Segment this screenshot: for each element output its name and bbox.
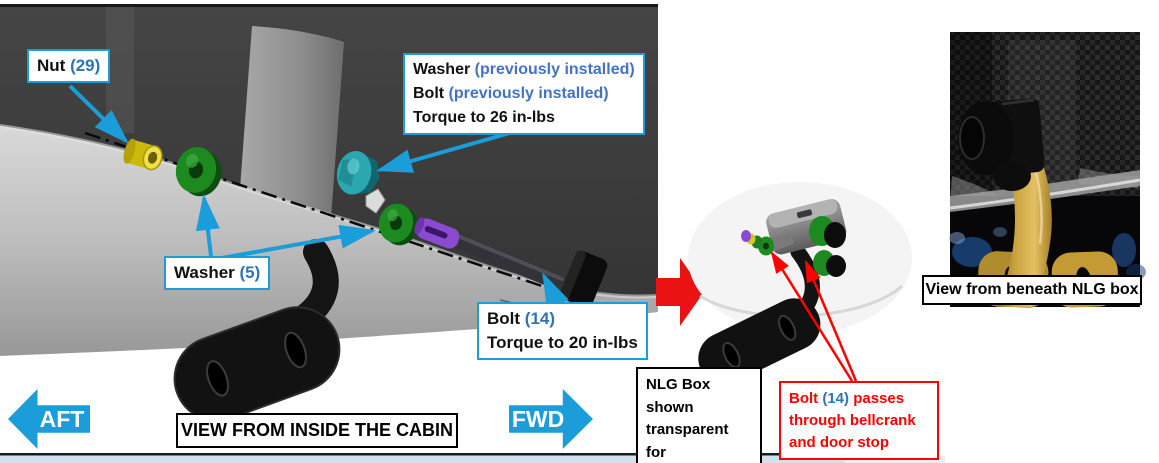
fuselage-floor: [0, 126, 658, 356]
aft-label: AFT: [39, 405, 85, 432]
bolt-label: Bolt: [413, 85, 445, 102]
nut-tip: [741, 230, 751, 242]
note-line: shown: [646, 398, 694, 416]
photo-caption-text: View from beneath NLG box: [925, 281, 1139, 298]
bolt14-callout-arrow: [542, 272, 569, 311]
bolt-path-ref: (14): [822, 390, 850, 407]
torque-spec: Torque to 20 in-lbs: [487, 332, 638, 352]
fuselage-hole-clip: [365, 188, 386, 214]
note-line: NLG Box: [646, 376, 711, 393]
bellcrank-3d: [173, 239, 341, 422]
cabin-view-caption-text: VIEW FROM INSIDE THE CABIN: [180, 420, 453, 440]
nut-callout-ref: (29): [70, 56, 101, 75]
assembly-hardware: [741, 216, 846, 277]
bolt-path-text: passes through bellcrank and door stop: [789, 390, 916, 451]
torque-spec: Torque to 26 in-lbs: [413, 109, 555, 126]
centerline: [84, 131, 561, 294]
installed-bolt-head-3d: [336, 150, 380, 195]
nut-callout: Nut (29): [27, 49, 111, 83]
nlg-strut-pillar: [238, 26, 344, 232]
black-fitting: [958, 98, 1045, 191]
photo-caption: View from beneath NLG box: [922, 275, 1142, 305]
installed-bolt-callout-arrow: [376, 128, 521, 173]
washer-3d-2: [378, 203, 418, 246]
bolt-callout-ref: (14): [524, 309, 556, 328]
bolt-callout-label: Bolt: [487, 309, 521, 328]
washer-note: (previously installed): [474, 61, 635, 78]
spacer-3d: [414, 217, 460, 249]
washer-label: Washer: [413, 61, 471, 78]
nut-3d: [123, 138, 163, 171]
washer-3d-1: [175, 147, 222, 197]
bolt-path-note: Bolt (14) passes through bellcrank and d…: [779, 381, 939, 461]
washer1-callout-arrow: [195, 194, 220, 257]
nut-callout-label: Nut: [37, 56, 66, 75]
nut-callout-arrow: [68, 84, 129, 144]
previously-installed-callout: Washer (previously installed) Bolt (prev…: [403, 53, 645, 135]
fwd-label: FWD: [511, 405, 565, 432]
washer-callout: Washer (5): [164, 256, 271, 290]
callout-line: Bolt (14): [487, 307, 638, 331]
washer2-callout-arrow: [221, 224, 376, 260]
washer-callout-ref: (5): [239, 263, 261, 282]
callout-arrows: [68, 84, 569, 311]
nlg-photo: [949, 32, 1146, 308]
red-pointer-arrows: [770, 250, 858, 382]
bolt-note: (previously installed): [448, 85, 609, 102]
callout-line: Bolt (previously installed): [413, 82, 635, 106]
panel-top-border: [0, 4, 658, 7]
bolt-callout: Bolt (14) Torque to 20 in-lbs: [477, 302, 648, 360]
washer-callout-label: Washer: [174, 263, 235, 282]
callout-line: Washer (previously installed): [413, 58, 635, 82]
bellcrank-assembly-3d-view: [688, 182, 912, 385]
bolt-path-label: Bolt: [789, 390, 819, 407]
door-stop-plate: [698, 298, 821, 385]
cabin-view-caption: VIEW FROM INSIDE THE CABIN: [176, 413, 458, 448]
nlg-transparency-note: NLG Box shown transparent for clarity: [636, 367, 762, 463]
note-line: transparent for: [646, 421, 729, 461]
